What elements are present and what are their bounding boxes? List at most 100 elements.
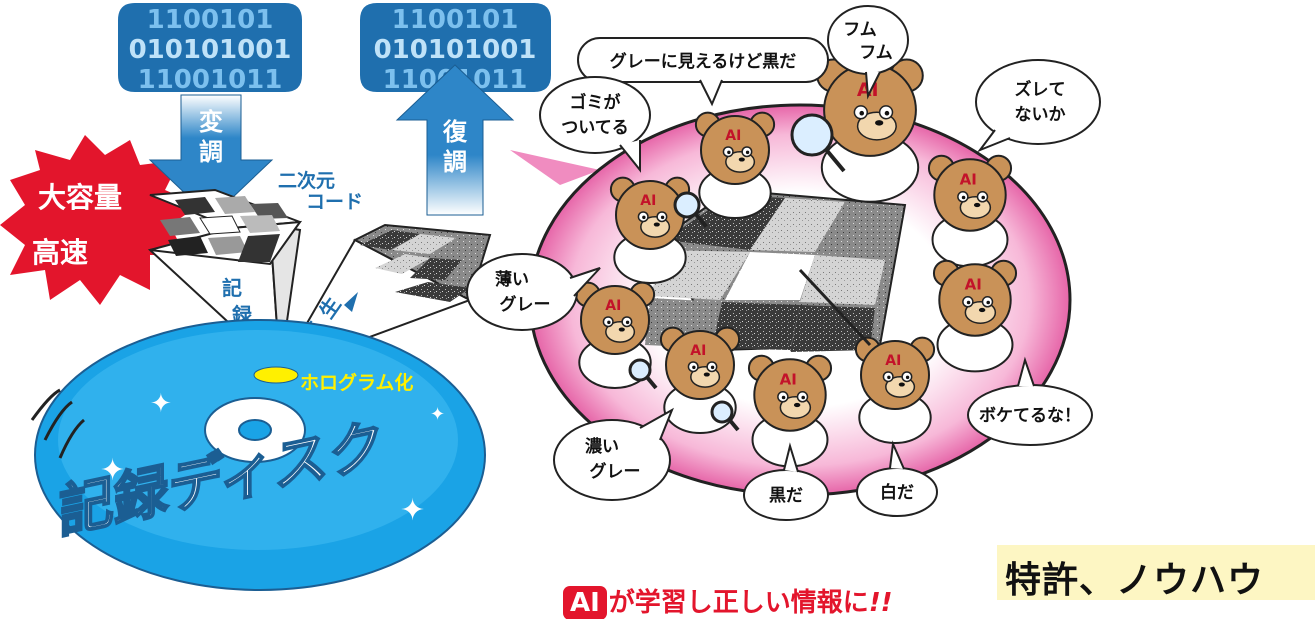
speech-bubble-dust: ゴミが ついてる — [539, 76, 651, 173]
bear-head — [665, 330, 735, 400]
bear-nose — [875, 120, 884, 126]
capacity-speed-burst — [0, 135, 200, 305]
two-d-code-grid — [149, 188, 303, 266]
bear-pupil — [607, 320, 611, 325]
magnifier-icon — [673, 191, 708, 228]
demodulate-char-1: 復 — [442, 118, 468, 146]
speech-dark-gray-line1: 濃い — [585, 436, 619, 457]
bear-pupil — [961, 195, 966, 200]
ai-caption-text: が学習し正しい情報に — [608, 588, 869, 618]
sparkle-1: ✦ — [150, 389, 172, 419]
diagram-canvas: 1100101 010101001 11001011 1100101 01010… — [0, 3, 1101, 591]
bear-head — [580, 285, 650, 355]
bear-head — [860, 340, 930, 410]
bear-nose — [978, 307, 986, 313]
bear-pupil — [986, 300, 990, 305]
bear-nose — [898, 382, 905, 387]
bear-pupil — [966, 300, 971, 305]
record-char-1: 記 — [222, 276, 242, 300]
bear-pupil — [692, 365, 696, 370]
sparkle-3: ✦ — [400, 493, 425, 528]
bear-pupil — [887, 375, 891, 380]
bear-nose — [793, 402, 801, 408]
bear-pupil — [727, 150, 731, 155]
speech-gray-black: グレーに見えるけど黒だ — [610, 51, 797, 72]
binary-stream-right: 1100101 010101001 11001011 — [360, 3, 551, 95]
bear-ai-badge: AI — [780, 370, 797, 388]
bear-pupil — [745, 150, 750, 155]
bear-ai-badge: AI — [605, 298, 621, 314]
bear-pupil — [642, 215, 646, 220]
sparkle-2: ✦ — [100, 453, 125, 488]
two-d-code-label-line2: コード — [306, 191, 363, 213]
bear-ai-badge: AI — [965, 275, 982, 293]
bear-ai-badge: AI — [960, 170, 977, 188]
demodulate-char-2: 調 — [443, 148, 467, 176]
bear-pupil — [884, 110, 890, 116]
speech-dust-line2: ついてる — [561, 118, 629, 138]
speech-bubble-gray-black: グレーに見えるけど黒だ — [577, 37, 829, 107]
speech-blurry: ボケてるな！ — [979, 406, 1081, 426]
speech-bubble-light-gray: 薄い グレー — [466, 253, 601, 331]
bear-pupil — [625, 320, 630, 325]
ai-bear-group: AI AI AI AI AI AI AI AI AI — [574, 58, 1018, 468]
speech-hmm-line2: フム — [859, 43, 893, 63]
bear-head — [700, 115, 770, 185]
bear-pupil — [710, 365, 715, 370]
speech-bubble-black: 黒だ — [743, 442, 829, 521]
speed-label: 高速 — [32, 236, 88, 269]
bear-pupil — [905, 375, 910, 380]
speech-dust-line1: ゴミが — [570, 92, 621, 113]
magnifier-icon — [790, 113, 846, 173]
demodulation-arrow: 復 調 復調 — [395, 64, 515, 216]
bear-pupil — [981, 195, 985, 200]
recording-disc: ✦ ✦ ✦ ✦ 記録ディスク — [30, 319, 486, 591]
ai-bear: AI — [694, 111, 776, 219]
bear-nose — [653, 222, 660, 227]
speech-bubble-blurry: ボケてるな！ — [967, 356, 1093, 446]
ai-bear: AI — [927, 154, 1013, 268]
ai-bear: AI — [747, 354, 833, 468]
sparkle-4: ✦ — [430, 404, 445, 425]
speech-offset-line2: ないか — [1015, 105, 1066, 125]
bear-ai-badge: AI — [725, 128, 741, 144]
speech-dark-gray-line2: グレー — [590, 461, 641, 482]
ai-caption-exclaim: !! — [868, 588, 893, 618]
bear-nose — [738, 157, 745, 162]
bear-ai-badge: AI — [690, 343, 706, 359]
magnifier-icon — [628, 358, 658, 390]
bear-pupil — [660, 215, 665, 220]
bear-nose — [973, 202, 981, 208]
bear-ai-badge: AI — [640, 193, 656, 209]
binary-row-1: 1100101 — [147, 5, 274, 35]
bear-ai-badge: AI — [885, 353, 901, 369]
patent-know-how-text: 特許、ノウハウ — [1005, 560, 1265, 601]
binary-row-3: 11001011 — [138, 65, 283, 95]
speech-bubble-dark-gray: 濃い グレー — [553, 407, 674, 501]
magnifier-icon — [710, 400, 740, 432]
speech-white: 白だ — [880, 482, 914, 503]
speech-light-gray-line1: 薄い — [495, 269, 529, 290]
speech-bubble-offset: ズレて ないか — [975, 59, 1101, 153]
ai-bear: AI — [816, 58, 924, 203]
bear-pupil — [781, 395, 786, 400]
speech-light-gray-line2: グレー — [500, 294, 551, 315]
ai-caption-badge: AI — [565, 588, 605, 618]
ai-bear: AI — [932, 259, 1018, 373]
ai-bear: AI — [854, 336, 936, 444]
speech-offset-line1: ズレて — [1015, 79, 1066, 100]
modulate-char-2: 調 — [199, 138, 223, 166]
pointer-stick — [798, 268, 872, 347]
bear-head — [615, 180, 685, 250]
bear-nose — [703, 372, 710, 377]
bear-pupil — [801, 395, 805, 400]
speech-black: 黒だ — [769, 486, 803, 506]
modulation-arrow: 変 調 変調 — [148, 94, 274, 219]
speech-bubble-hmm: フム フム — [827, 5, 909, 100]
two-d-code-label-line1: 二次元 — [278, 169, 335, 192]
speech-bubble-white: 白だ — [856, 440, 938, 517]
ai-bear: AI — [609, 176, 691, 284]
binary-stream-left: 1100101 010101001 11001011 — [118, 3, 302, 95]
modulate-char-1: 変 — [199, 108, 223, 136]
